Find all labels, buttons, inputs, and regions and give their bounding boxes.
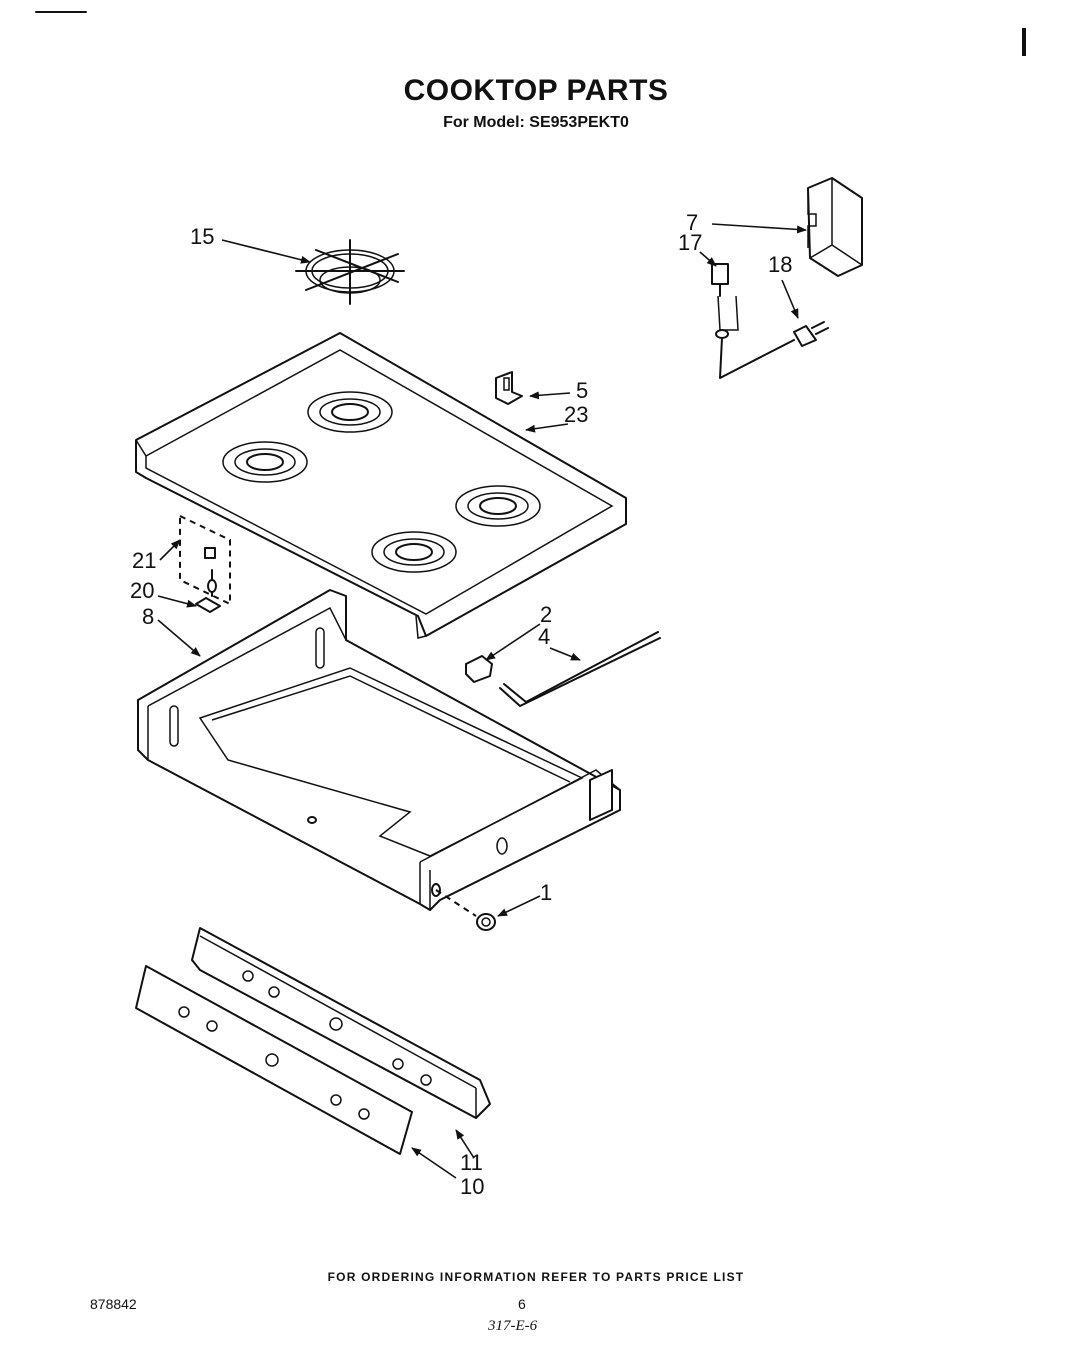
callout-23: 23: [564, 402, 588, 427]
callout-17: 17: [678, 230, 702, 255]
control-panel-frame-part: [191, 927, 491, 1119]
ignition-tube-part: [465, 631, 661, 707]
callout-5: 5: [576, 378, 588, 403]
callout-21: 21: [132, 548, 156, 573]
callout-7: 7: [686, 210, 698, 235]
callout-11: 11: [460, 1150, 483, 1175]
callout-10: 10: [460, 1174, 484, 1199]
burner-grate-part: [295, 239, 405, 305]
terminal-block-cover-part: [807, 177, 863, 277]
hinge-clip-part: [495, 371, 523, 405]
callout-18: 18: [768, 252, 792, 277]
page-number: 6: [518, 1296, 526, 1312]
callout-1: 1: [540, 880, 552, 905]
screw-part: [476, 913, 496, 931]
callout-2: 2: [540, 602, 552, 627]
cooktop-main-top-part: [135, 332, 627, 639]
callout-20: 20: [130, 578, 154, 603]
callout-15: 15: [190, 224, 214, 249]
leader-lines: [157, 223, 807, 1179]
document-number: 878842: [90, 1296, 137, 1312]
control-panel-overlay-part: [135, 965, 413, 1155]
model-subtitle: For Model: SE953PEKT0: [443, 114, 629, 131]
page-code: 317-E-6: [488, 1318, 538, 1334]
page-title: COOKTOP PARTS: [403, 74, 669, 107]
power-cord-assembly-part: [711, 263, 829, 379]
igniter-bracket-part: [179, 514, 231, 613]
ordering-info-note: FOR ORDERING INFORMATION REFER TO PARTS …: [327, 1270, 745, 1284]
burner-box-part: [137, 589, 621, 917]
callout-8: 8: [142, 604, 154, 629]
callout-4: 4: [538, 624, 550, 649]
